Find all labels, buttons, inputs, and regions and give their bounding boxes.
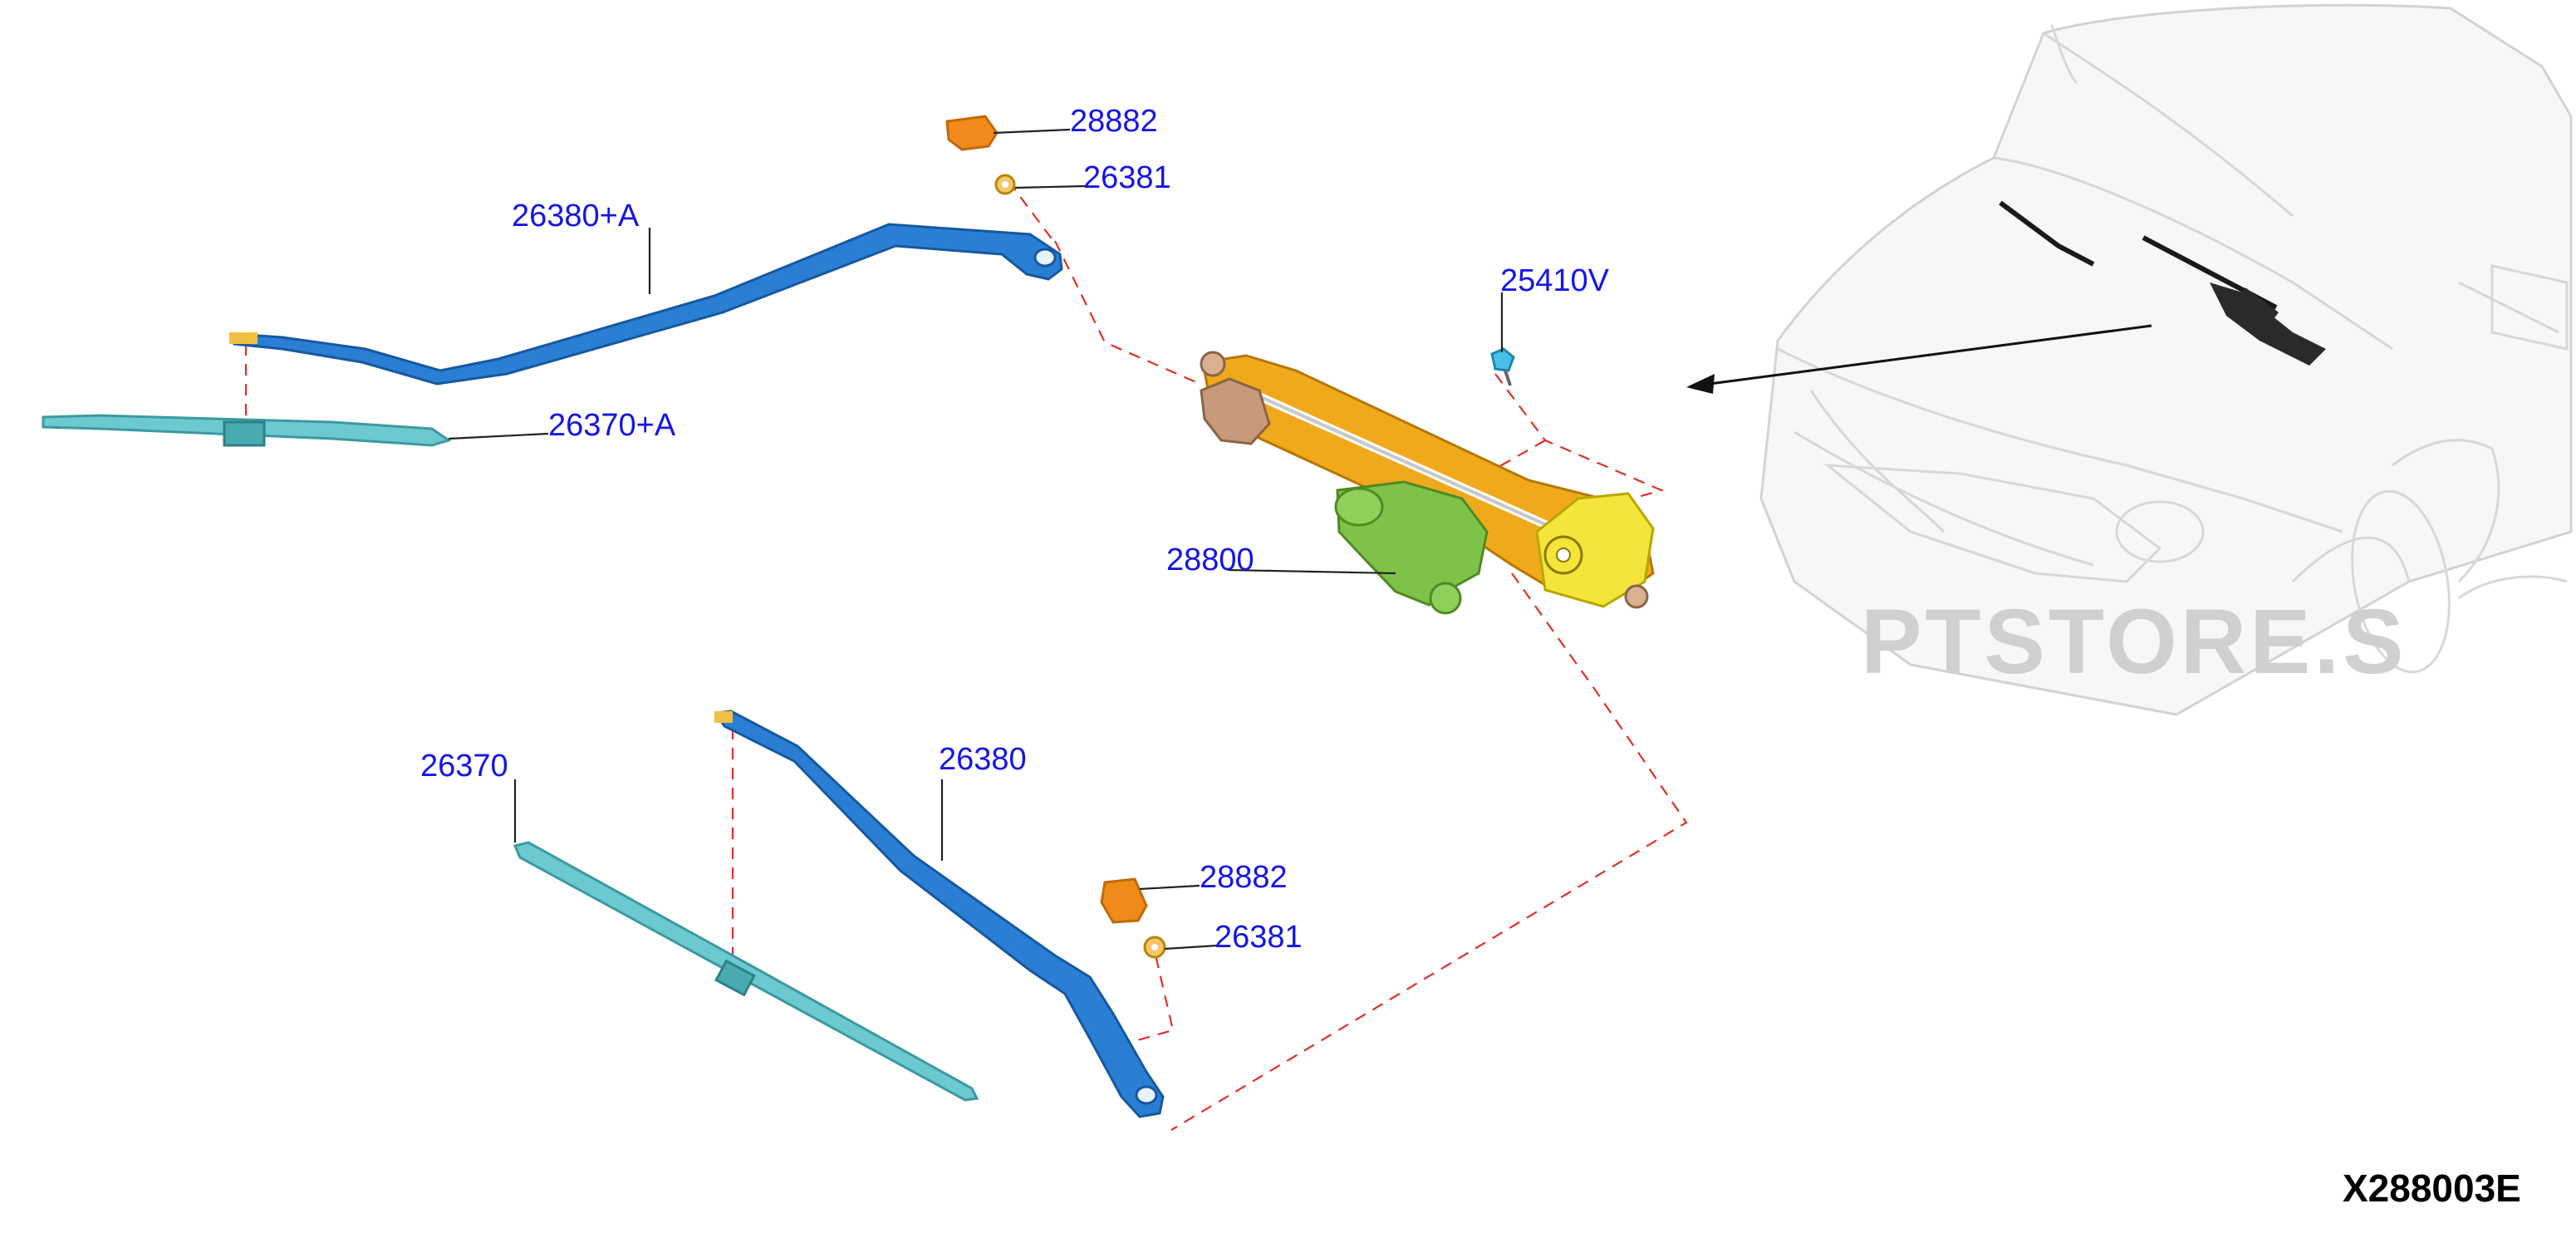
label-bolt: 25410V — [1500, 263, 1610, 298]
label-nut-upper: 26381 — [1083, 160, 1171, 195]
nut-upper — [994, 174, 1016, 195]
label-nut-lower: 26381 — [1214, 920, 1303, 955]
label-cap-upper: 28882 — [1070, 104, 1158, 139]
nut-lower — [1143, 936, 1166, 959]
vehicle-location-illustration — [1759, 3, 2573, 716]
car-wiper-highlight — [1999, 200, 2326, 366]
label-blade-lower: 26370 — [420, 749, 508, 784]
callout-labels: 28882 26381 26380+A 26370+A 25410V 28800… — [420, 104, 1610, 955]
wiper-motor — [1334, 480, 1489, 615]
bolt — [1490, 347, 1515, 386]
diagram-code: X288003E — [2343, 1167, 2521, 1210]
wiper-blade-upper — [42, 414, 452, 447]
label-arm-upper: 26380+A — [512, 199, 640, 233]
wiper-arm-lower — [714, 710, 1165, 1118]
label-cap-lower: 28882 — [1200, 860, 1288, 895]
watermark-text: PTSTORE.S — [1861, 591, 2407, 693]
label-motor: 28800 — [1166, 543, 1254, 577]
wiper-blade-lower — [513, 841, 979, 1102]
cap-upper — [945, 115, 999, 151]
wiper-arm-upper — [229, 223, 1063, 386]
label-blade-upper: 26370+A — [548, 408, 676, 443]
location-arrow — [1686, 324, 2152, 394]
leader-lines — [448, 128, 1504, 951]
cap-lower — [1100, 877, 1148, 924]
wiper-linkage — [1200, 351, 1655, 609]
label-arm-lower: 26380 — [939, 742, 1027, 777]
assembly-guide-lines — [244, 180, 1688, 1131]
